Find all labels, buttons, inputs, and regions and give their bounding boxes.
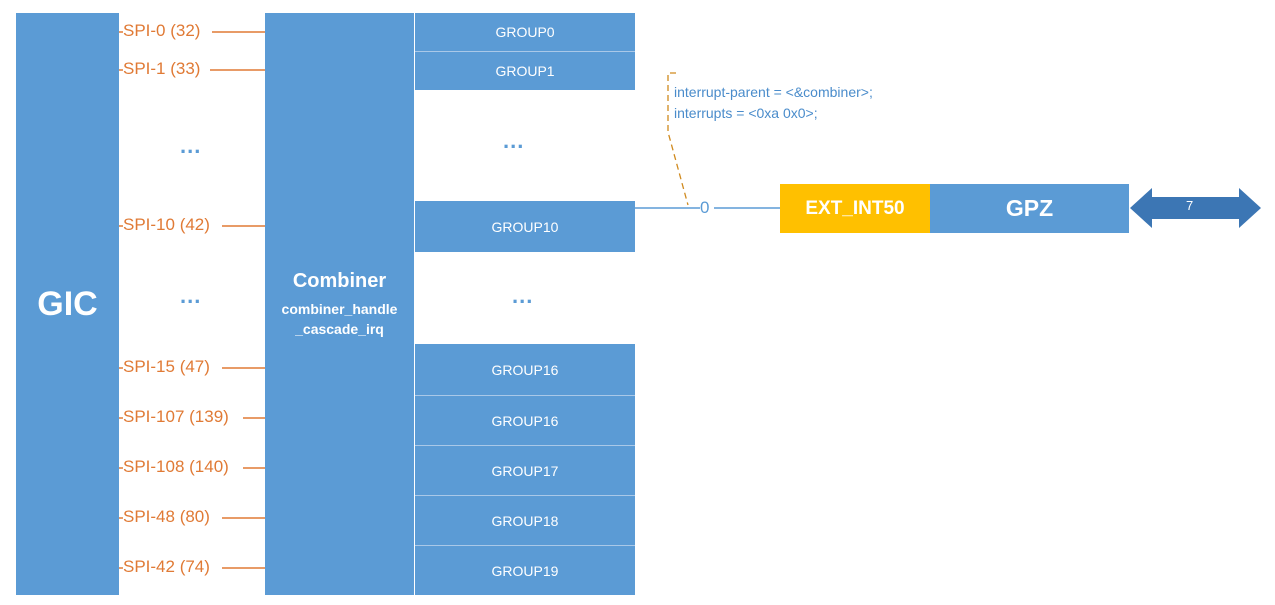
pin-range-arrow <box>1130 188 1261 228</box>
spi-label-1: SPI-1 (33) <box>123 59 201 78</box>
combiner-sub1: combiner_handle <box>281 300 398 317</box>
annotation-line2: interrupts = <0xa 0x0>; <box>674 105 818 121</box>
spi-label-0: SPI-0 (32) <box>123 21 201 40</box>
group-box-18: GROUP18 <box>415 495 635 545</box>
spi-label-10: SPI-10 (42) <box>123 215 210 234</box>
combiner-block: Combiner combiner_handle _cascade_irq <box>265 13 414 595</box>
spi-ellipsis-2: ... <box>180 283 202 308</box>
combiner-sub2: _cascade_irq <box>295 320 384 337</box>
group-box-17: GROUP17 <box>415 445 635 495</box>
pin-range-label: 7 <box>1186 198 1194 213</box>
group-box-16b: GROUP16 <box>415 395 635 445</box>
gic-label: GIC <box>37 284 98 323</box>
group-box-19: GROUP19 <box>415 545 635 595</box>
combiner-title: Combiner <box>292 269 387 292</box>
spi-label-15: SPI-15 (47) <box>123 357 210 376</box>
group-box-1: GROUP1 <box>415 51 635 90</box>
spi-label-107: SPI-107 (139) <box>123 407 229 426</box>
connection-index: 0 <box>700 198 710 217</box>
annotation-line1: interrupt-parent = <&combiner>; <box>674 84 873 100</box>
spi-label-42: SPI-42 (74) <box>123 557 210 576</box>
gic-block: GIC <box>16 13 119 595</box>
group-box-0: GROUP0 <box>415 13 635 51</box>
group-box-10: GROUP10 <box>415 201 635 252</box>
spi-ellipsis-1: ... <box>180 133 202 158</box>
group-box-16a: GROUP16 <box>415 344 635 395</box>
annotation-callout <box>667 72 689 206</box>
spi-label-48: SPI-48 (80) <box>123 507 210 526</box>
ext-int-block: EXT_INT50 <box>780 184 930 233</box>
gpz-block: GPZ <box>930 184 1129 233</box>
spi-label-108: SPI-108 (140) <box>123 457 229 476</box>
group-ellipsis-1: ... <box>503 128 525 153</box>
group-ellipsis-2: ... <box>512 283 534 308</box>
spi-connectors <box>119 31 265 569</box>
